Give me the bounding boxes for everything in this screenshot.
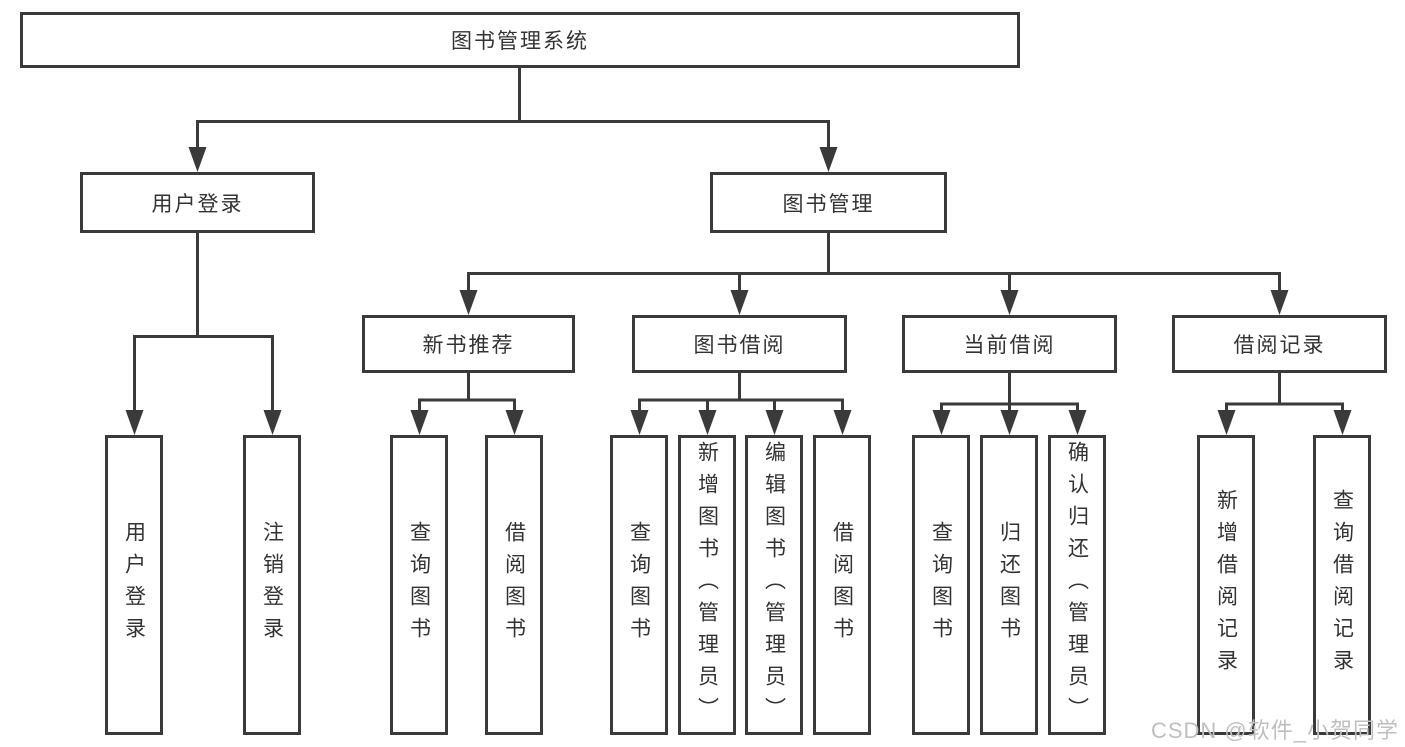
- node-library-system: 图书管理系统: [20, 12, 1020, 68]
- node-current-borrow: 当前借阅: [902, 315, 1117, 373]
- arrowhead: [698, 410, 717, 435]
- leaf-borrow-books: 借阅图书: [813, 435, 871, 735]
- leaf-logout: 注销登录: [243, 435, 301, 735]
- leaf-confirm-return-admin: 确认归还（管理员）: [1048, 435, 1106, 735]
- leaf-add-books-admin: 新增图书（管理员）: [678, 435, 736, 735]
- connector-newbook-bus: [418, 398, 516, 413]
- leaf-label: 确认归还（管理员）: [1065, 441, 1089, 729]
- leaf-label: 编辑图书（管理员）: [762, 441, 786, 729]
- leaf-label: 注销登录: [260, 521, 284, 649]
- leaf-label: 借阅图书: [830, 521, 854, 649]
- leaf-label: 查询图书: [627, 521, 651, 649]
- node-new-book-recommend: 新书推荐: [362, 315, 575, 373]
- leaf-label: 借阅图书: [502, 521, 526, 649]
- connector-records-bus: [1225, 402, 1344, 413]
- node-borrow-records: 借阅记录: [1172, 315, 1387, 373]
- arrowhead: [125, 410, 144, 435]
- leaf-query-books: 查询图书: [390, 435, 448, 735]
- leaf-label: 查询图书: [929, 521, 953, 649]
- arrowhead: [1333, 410, 1352, 435]
- connector-userlogin-bus: [133, 335, 274, 413]
- arrowhead: [1000, 290, 1019, 315]
- arrowhead: [1000, 410, 1019, 435]
- leaf-add-borrow-record: 新增借阅记录: [1197, 435, 1255, 735]
- arrowhead: [765, 410, 784, 435]
- leaf-label: 归还图书: [997, 521, 1021, 649]
- arrowhead: [459, 290, 478, 315]
- connector-root-bus: [196, 120, 830, 150]
- leaf-query-books: 查询图书: [912, 435, 970, 735]
- node-book-borrow: 图书借阅: [632, 315, 847, 373]
- csdn-watermark: CSDN @软件_小贺同学: [1150, 718, 1399, 743]
- arrowhead: [630, 410, 649, 435]
- leaf-label: 新增借阅记录: [1214, 489, 1238, 681]
- leaf-query-borrow-record: 查询借阅记录: [1313, 435, 1371, 735]
- leaf-edit-books-admin: 编辑图书（管理员）: [745, 435, 803, 735]
- connector-bookmgmt-bus: [467, 272, 1281, 293]
- arrowhead: [263, 410, 282, 435]
- arrowhead: [1217, 410, 1236, 435]
- leaf-query-books: 查询图书: [610, 435, 668, 735]
- node-book-management: 图书管理: [710, 172, 947, 233]
- leaf-return-books: 归还图书: [980, 435, 1038, 735]
- arrowhead: [1068, 410, 1087, 435]
- leaf-label: 查询借阅记录: [1330, 489, 1354, 681]
- arrowhead: [505, 410, 524, 435]
- leaf-label: 新增图书（管理员）: [695, 441, 719, 729]
- leaf-label: 用户登录: [122, 521, 146, 649]
- node-user-login: 用户登录: [80, 172, 315, 233]
- leaf-borrow-books: 借阅图书: [485, 435, 543, 735]
- arrowhead: [932, 410, 951, 435]
- leaf-label: 查询图书: [407, 521, 431, 649]
- arrowhead: [410, 410, 429, 435]
- arrowhead: [1270, 290, 1289, 315]
- connector-borrow-bus: [638, 398, 844, 413]
- arrowhead: [188, 147, 207, 172]
- leaf-user-login: 用户登录: [105, 435, 163, 735]
- arrowhead: [819, 147, 838, 172]
- arrowhead: [833, 410, 852, 435]
- arrowhead: [730, 290, 749, 315]
